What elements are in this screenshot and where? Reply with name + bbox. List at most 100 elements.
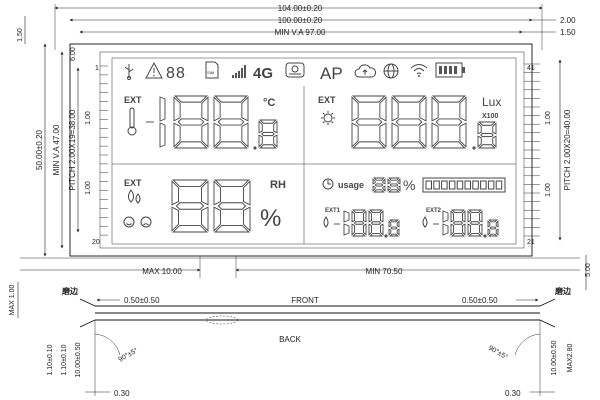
pin-label-right-top: 41	[527, 65, 535, 72]
top-dimensions: 104.00±0.20 100.00±0.20 MIN V.A 97.00 2.…	[54, 4, 576, 50]
digit-segment	[459, 96, 467, 122]
angle-left-label: 90°±5°	[117, 346, 139, 364]
digit-segment	[343, 210, 350, 223]
digit-segment	[451, 233, 465, 237]
digit-segment	[214, 141, 248, 149]
usage-label: usage	[338, 180, 364, 190]
right-dimensions: PITCH 2.00X20=40.00 1.00 1.00 5.00	[545, 59, 592, 290]
lux-digits	[351, 95, 497, 150]
digit-segment	[175, 202, 205, 210]
edge-grind-right-label: 磨边	[554, 286, 572, 296]
digit-segment	[259, 144, 277, 149]
ext1-digit-1	[343, 210, 350, 236]
digit-segment	[480, 132, 494, 138]
sim-label: SIM	[207, 70, 214, 75]
temperature-digit-1	[159, 96, 166, 148]
digit-segment	[217, 118, 245, 126]
droplet-icon	[128, 189, 141, 204]
usage-digits	[372, 177, 401, 193]
humidity-section: EXT RH %	[123, 178, 286, 233]
usage-bar-segment	[464, 180, 471, 190]
digit-segment	[351, 223, 355, 236]
digit-segment	[389, 219, 399, 223]
digit-segment	[173, 122, 181, 148]
digit-segment	[468, 233, 482, 237]
thickness-right-label: 10.00±0.50	[551, 340, 558, 375]
side-max-label: MAX 1.00	[9, 285, 16, 316]
usage-bar-segment	[480, 180, 487, 190]
digit-segment	[380, 210, 384, 223]
digit-segment	[488, 233, 498, 237]
digit-segment	[387, 178, 391, 185]
unit-percent: %	[260, 205, 281, 232]
digit-segment	[171, 180, 179, 206]
digit-segment	[213, 122, 221, 148]
sun-icon	[321, 111, 335, 125]
digit-segment	[380, 223, 384, 236]
ext2-digit-3	[467, 209, 483, 237]
ext1-digit-4	[388, 219, 400, 237]
digit-segment	[431, 96, 439, 122]
temperature-digit-3	[213, 95, 249, 149]
signal-bars-icon	[232, 65, 246, 78]
digit-segment	[171, 206, 179, 232]
usage-bar	[422, 177, 506, 193]
left-dimensions: 50.00±0.20 MIN V.A 47.00 PITCH 2.00X19=3…	[17, 16, 92, 257]
digit-segment	[201, 180, 209, 206]
digit-segment	[392, 141, 426, 149]
digit-segment	[382, 185, 386, 192]
frown-icon	[140, 216, 152, 228]
digit-segment	[355, 118, 383, 126]
right-edge-label: 5.00	[585, 263, 592, 277]
digit-segment	[353, 221, 365, 225]
usage-bar-segment	[448, 180, 456, 190]
digit-segment	[217, 202, 247, 210]
digit-segment	[372, 185, 376, 192]
digit-segment	[431, 122, 439, 148]
digit-segment	[395, 118, 423, 126]
digit-segment	[273, 134, 278, 148]
ext1-digit-3	[368, 209, 384, 237]
digit-segment	[273, 120, 278, 134]
height-label: 50.00±0.20	[35, 129, 44, 170]
digit-segment	[261, 131, 275, 137]
humidity-digits	[171, 179, 251, 233]
digit-segment	[387, 185, 391, 192]
ext-label-1: EXT	[124, 95, 142, 105]
top-left-offset-label: 1.50	[17, 28, 24, 42]
digit-segment	[495, 228, 499, 236]
humidity-digit-1	[171, 179, 209, 233]
usage-bar-segment	[441, 180, 448, 190]
digit-segment	[352, 233, 366, 237]
digit-segment	[487, 228, 491, 236]
digit-segment	[363, 223, 367, 236]
digit-segment	[487, 220, 491, 228]
usage-digit-1	[372, 177, 386, 193]
digit-segment	[450, 210, 454, 223]
left-pin-gap-top-label: 1.00	[85, 111, 92, 125]
digit-segment	[397, 178, 401, 185]
digit-segment	[159, 122, 166, 148]
right-pin-row	[524, 63, 540, 237]
digit-segment	[369, 233, 383, 237]
digit-segment	[391, 122, 399, 148]
digit-segment	[243, 180, 251, 206]
digit-segment	[389, 183, 399, 187]
digit-segment	[259, 119, 277, 124]
digit-segment	[214, 95, 248, 103]
warning-icon	[145, 61, 163, 79]
ext1-droplet-icon	[323, 216, 329, 228]
digit-segment	[351, 96, 359, 122]
usage-digit-2	[387, 177, 401, 193]
digit-segment	[379, 122, 387, 148]
digit-segment	[492, 135, 497, 148]
usb-icon	[124, 64, 134, 80]
digit-segment	[374, 183, 384, 187]
pin-label-left-top: 1	[95, 65, 99, 72]
left-pin-gap-bottom-label: 1.00	[85, 181, 92, 195]
ext2-digits	[442, 209, 499, 238]
digit-segment	[389, 233, 399, 237]
digit-segment	[452, 221, 464, 225]
thickness-1-label: 1.10±0.10	[47, 344, 54, 375]
digit-segment	[479, 223, 483, 236]
